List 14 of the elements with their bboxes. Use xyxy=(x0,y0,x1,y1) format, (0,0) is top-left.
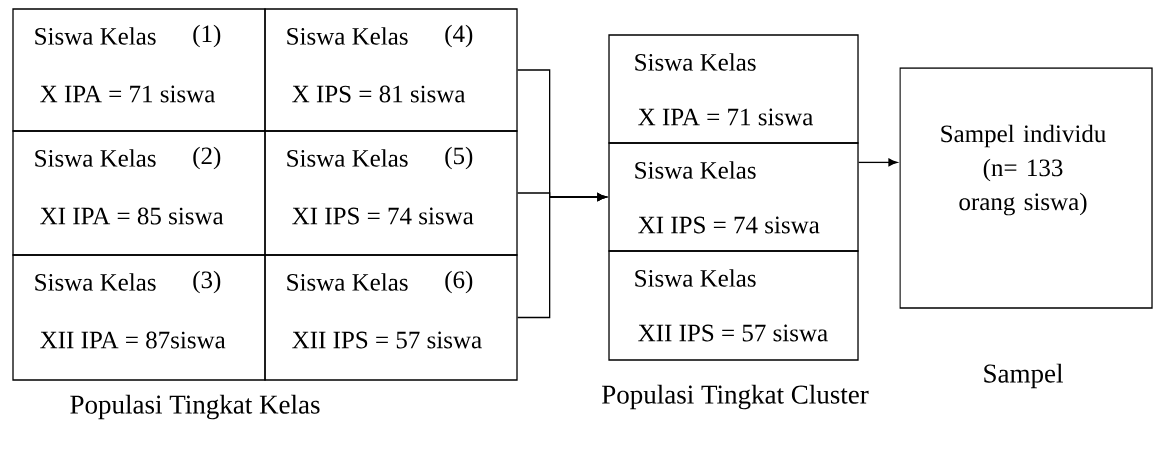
node-label: Sampel xyxy=(984,363,1063,389)
table-cell: Siswa Kelas (5) XI IPS = 74 siswa xyxy=(264,130,518,256)
table-cell: Siswa Kelas XI IPS = 74 siswa xyxy=(608,142,859,252)
table-cell: Siswa Kelas (6) XII IPS = 57 siswa xyxy=(264,254,518,381)
table-cell: Siswa Kelas (1) X IPA = 71 siswa xyxy=(12,8,266,132)
table-cell: Siswa Kelas XII IPS = 57 siswa xyxy=(608,250,859,361)
table-cell: Siswa Kelas (2) XI IPA = 85 siswa xyxy=(12,130,266,256)
caption: Populasi Tingkat Kelas xyxy=(70,394,320,420)
arrow xyxy=(517,193,607,319)
arrow xyxy=(858,158,898,167)
table-cell: Siswa Kelas (4) X IPS = 81 siswa xyxy=(264,8,518,132)
sample-box: Sampel individu (n= 133 orang siswa) xyxy=(899,67,1153,309)
table-cell: Siswa Kelas X IPA = 71 siswa xyxy=(608,34,859,144)
table-cell: Siswa Kelas (3) XII IPA = 87siswa xyxy=(12,254,266,381)
